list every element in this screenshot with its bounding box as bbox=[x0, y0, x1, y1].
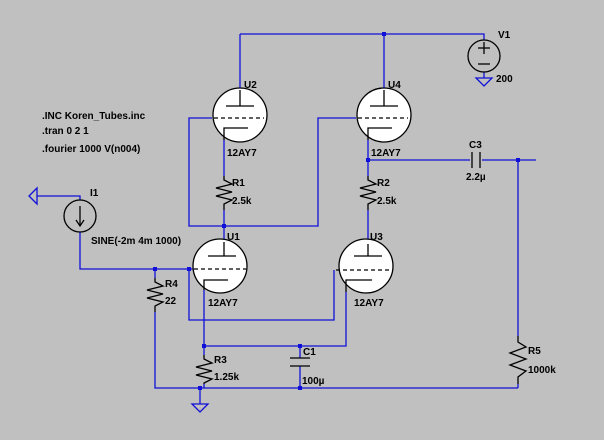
label-u3-ref: U3 bbox=[370, 232, 383, 243]
junction-dot bbox=[366, 158, 370, 162]
directive-tran: .tran 0 2 1 bbox=[42, 126, 89, 137]
label-v1-value: 200 bbox=[496, 74, 513, 85]
junction-dot bbox=[516, 158, 520, 162]
ground-v1 bbox=[474, 77, 494, 87]
label-u1-model: 12AY7 bbox=[208, 298, 238, 309]
label-r1-ref: R1 bbox=[232, 178, 245, 189]
ground-main bbox=[190, 403, 210, 413]
label-c1-value: 100µ bbox=[302, 376, 325, 387]
wire-r4-bottom bbox=[154, 312, 518, 389]
label-r5-ref: R5 bbox=[528, 346, 541, 357]
resistor-r2 bbox=[359, 176, 378, 210]
wire-u2-grid bbox=[188, 117, 224, 227]
wires bbox=[37, 33, 536, 404]
label-u1-ref: U1 bbox=[227, 232, 240, 243]
label-r2-value: 2.5k bbox=[377, 196, 397, 207]
label-r3-value: 1.25k bbox=[214, 372, 239, 383]
label-u2-ref: U2 bbox=[244, 80, 257, 91]
label-u3-model: 12AY7 bbox=[354, 298, 384, 309]
wire-c1-node bbox=[204, 292, 347, 347]
label-r5-value: 1000k bbox=[528, 365, 556, 376]
wire-u4-grid bbox=[224, 117, 356, 227]
wire-u3-grid bbox=[188, 270, 335, 321]
capacitor-c3 bbox=[471, 152, 481, 168]
wire-i1-top bbox=[37, 195, 81, 200]
junction-dot bbox=[298, 344, 302, 348]
tube-envelope bbox=[338, 238, 394, 294]
tube-u2 bbox=[212, 87, 268, 143]
resistor-r3 bbox=[195, 355, 214, 384]
label-c3-ref: C3 bbox=[469, 140, 482, 151]
junction-dot bbox=[222, 224, 226, 228]
capacitor-c1 bbox=[290, 357, 310, 367]
junction-dot bbox=[382, 32, 386, 36]
wire-supply-rail bbox=[240, 33, 485, 40]
label-r4-ref: R4 bbox=[165, 279, 178, 290]
label-r2-ref: R2 bbox=[377, 178, 390, 189]
label-r4-value: 22 bbox=[165, 296, 177, 307]
junction-dot bbox=[153, 267, 157, 271]
junctions bbox=[153, 32, 520, 390]
current-source-i1 bbox=[63, 199, 97, 233]
label-r3-ref: R3 bbox=[214, 355, 227, 366]
label-i1-ref: I1 bbox=[90, 188, 99, 199]
resistor-r5 bbox=[508, 336, 528, 384]
label-c3-value: 2.2µ bbox=[466, 172, 486, 183]
junction-dot bbox=[298, 386, 302, 390]
label-v1-ref: V1 bbox=[498, 30, 511, 41]
tube-u1 bbox=[192, 238, 248, 294]
tube-u4 bbox=[356, 87, 412, 143]
ground-i1 bbox=[28, 186, 38, 206]
resistor-r4 bbox=[146, 278, 165, 312]
label-u4-ref: U4 bbox=[388, 80, 401, 91]
voltage-source-v1 bbox=[467, 39, 501, 73]
tube-u3 bbox=[336, 238, 394, 294]
directive-fourier: .fourier 1000 V(n004) bbox=[42, 144, 140, 155]
junction-dot bbox=[198, 386, 202, 390]
label-r1-value: 2.5k bbox=[232, 196, 252, 207]
label-c1-ref: C1 bbox=[303, 347, 316, 358]
junction-dot bbox=[202, 344, 206, 348]
label-i1-value: SINE(-2m 4m 1000) bbox=[91, 236, 181, 247]
resistor-r1 bbox=[215, 176, 234, 210]
label-u4-model: 12AY7 bbox=[371, 148, 401, 159]
label-u2-model: 12AY7 bbox=[227, 148, 257, 159]
directive-include: .INC Koren_Tubes.inc bbox=[42, 111, 146, 122]
junction-dot bbox=[187, 267, 191, 271]
tube-envelope bbox=[192, 238, 248, 294]
